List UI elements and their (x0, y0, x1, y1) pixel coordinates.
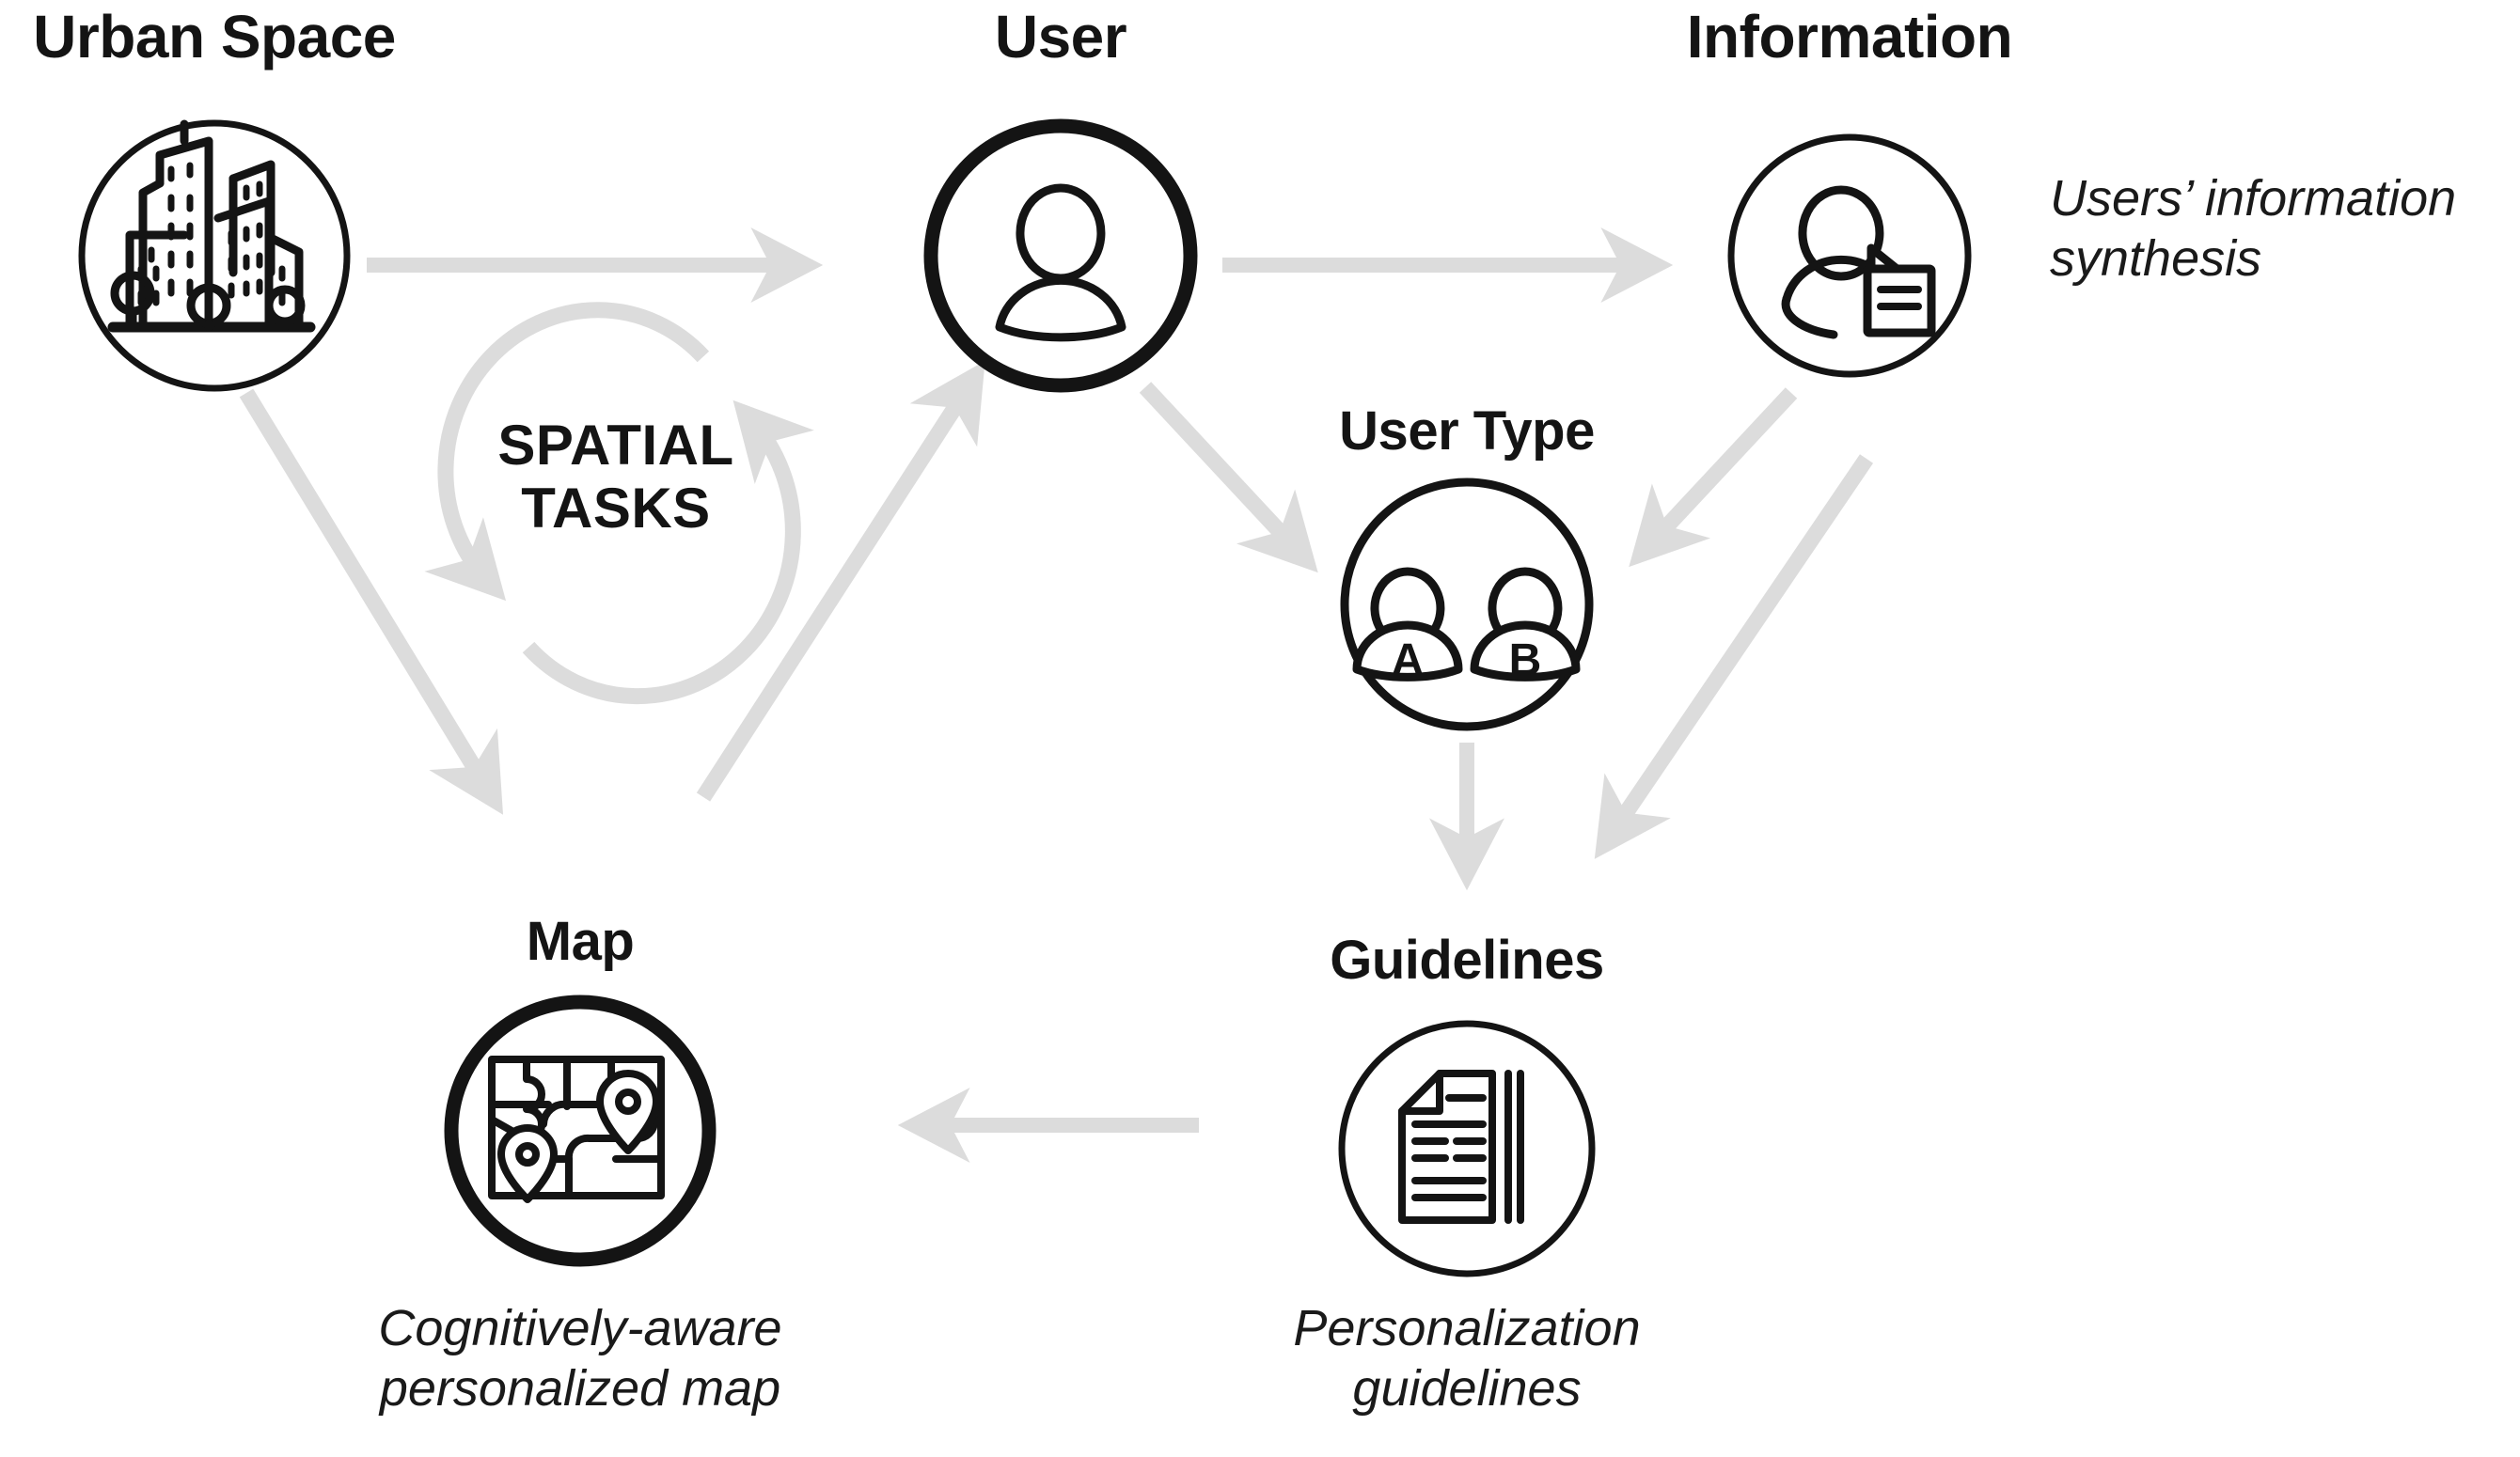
documents-stack-icon (1398, 1070, 1524, 1224)
node-map[interactable] (444, 995, 717, 1267)
spatial-tasks-label: SPATIAL TASKS (428, 414, 804, 540)
caption-information-line-1: Users’ information (2050, 170, 2457, 227)
node-label-urban-space: Urban Space (33, 3, 396, 70)
node-guidelines[interactable] (1338, 1020, 1596, 1277)
city-buildings-icon (107, 119, 316, 333)
node-label-user-type: User Type (1339, 400, 1595, 462)
caption-map-line-2: personalized map (379, 1359, 781, 1417)
caption-guidelines-line-2: guidelines (1352, 1359, 1582, 1417)
caption-information-line-2: synthesis (2050, 229, 2262, 287)
urban-space-circle (78, 119, 351, 392)
edge-map-area-to-user (696, 360, 985, 802)
edge-urban-space-to-map-area (239, 388, 504, 815)
edge-user-to-user-type (1139, 382, 1318, 573)
node-urban-space[interactable] (78, 119, 351, 392)
map-with-pins-icon (488, 1056, 665, 1203)
caption-guidelines-line-1: Personalization (1293, 1300, 1641, 1356)
edge-information-to-user-type (1629, 387, 1798, 568)
node-label-information: Information (1686, 3, 2013, 70)
user-type-letter-b: B (1509, 635, 1542, 685)
spatial-tasks-line-1: SPATIAL (497, 414, 734, 477)
two-persons-ab-icon (1352, 567, 1581, 682)
caption-information: Users’ information synthesis (2050, 169, 2456, 289)
node-label-user: User (994, 3, 1127, 70)
node-information[interactable] (1727, 133, 1972, 378)
node-label-guidelines: Guidelines (1330, 930, 1604, 991)
user-circle (923, 118, 1198, 393)
edge-information-to-guidelines (1594, 454, 1874, 859)
node-label-map: Map (526, 911, 635, 972)
caption-map: Cognitively-aware personalized map (298, 1299, 862, 1418)
person-with-document-icon (1781, 185, 1936, 339)
caption-map-line-1: Cognitively-aware (378, 1300, 782, 1356)
information-circle (1727, 133, 1972, 378)
caption-guidelines: Personalization guidelines (1185, 1299, 1749, 1418)
person-icon (995, 183, 1126, 342)
node-user-type[interactable]: A B (1340, 478, 1594, 731)
spatial-tasks-line-2: TASKS (521, 477, 711, 540)
node-user[interactable] (923, 118, 1198, 393)
user-type-letter-a: A (1392, 635, 1425, 685)
spatial-tasks-loop-icon (424, 302, 814, 705)
